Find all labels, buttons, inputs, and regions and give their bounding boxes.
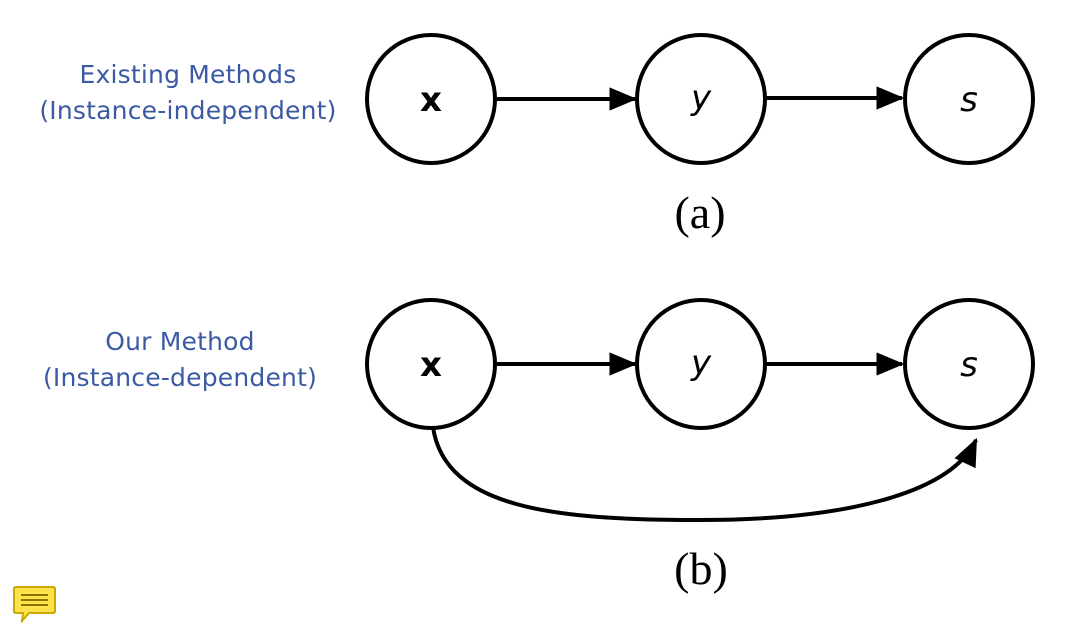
node-b-s-label: s [960, 345, 978, 385]
caption-b: (b) [674, 543, 728, 594]
diagram-a: x y s (a) [365, 33, 1035, 238]
diagram-b: x y s (b) [365, 298, 1035, 594]
node-b-y-label: y [690, 343, 712, 383]
node-a-x [365, 33, 497, 165]
label-our-method: Our Method (Instance-dependent) [0, 324, 360, 396]
node-a-s [903, 33, 1035, 165]
label-existing-methods-line-2: (Instance-independent) [39, 96, 337, 125]
node-a-s-label: s [960, 80, 978, 120]
label-our-method-line-1: Our Method [105, 327, 255, 356]
caption-a: (a) [674, 187, 725, 238]
node-a-y [635, 33, 767, 165]
label-existing-methods: Existing Methods (Instance-independent) [8, 57, 368, 129]
node-a-y-label: y [690, 78, 712, 118]
edge-b-x-to-s-curved [431, 426, 978, 523]
node-b-s [903, 298, 1035, 430]
node-a-x-label: x [420, 80, 442, 120]
node-b-y [635, 298, 767, 430]
label-existing-methods-line-1: Existing Methods [79, 60, 297, 89]
node-b-x-label: x [420, 345, 442, 385]
node-b-x [365, 298, 497, 430]
comment-note-icon[interactable] [13, 585, 57, 625]
label-our-method-line-2: (Instance-dependent) [42, 363, 318, 392]
